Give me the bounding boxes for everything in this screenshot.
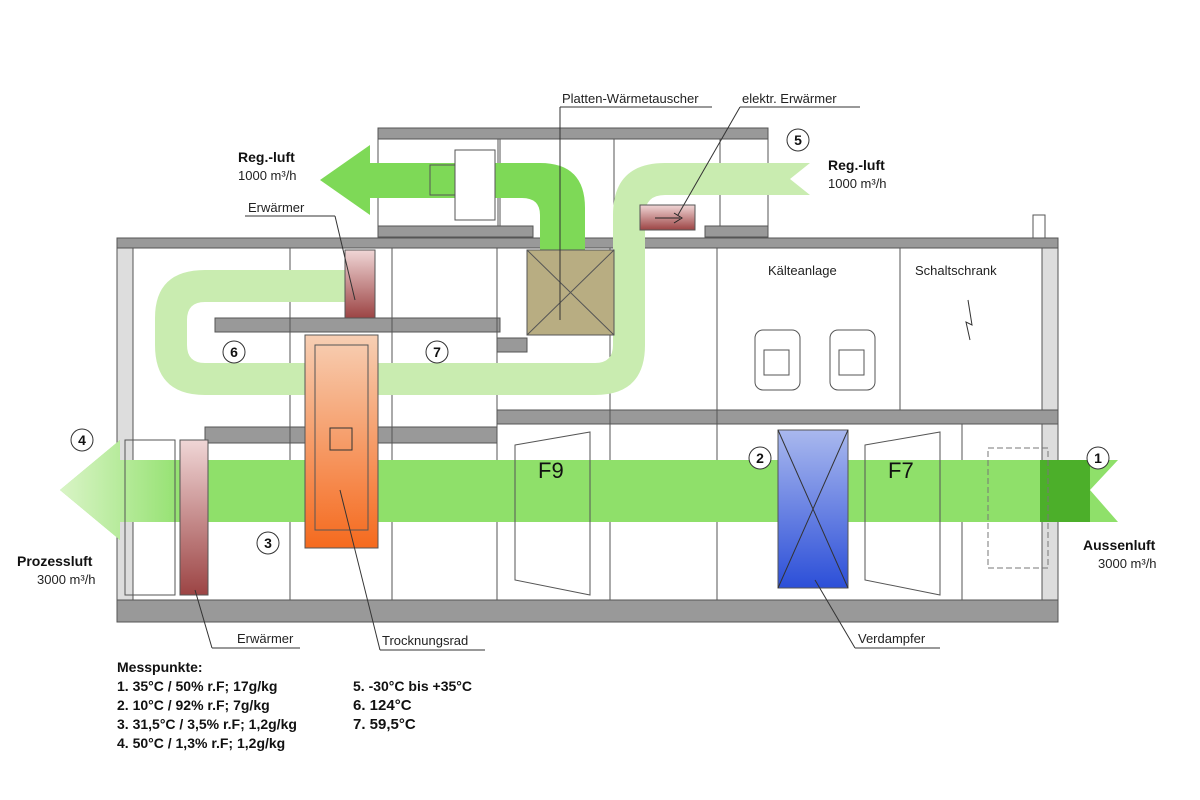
legend-item: 2. 10°C / 92% r.F; 7g/kg [117, 697, 270, 713]
measurement-point-2: 2 [748, 446, 772, 470]
outside-air-rate: 3000 m³/h [1098, 556, 1157, 571]
legend-right-column: 5. -30°C bis +35°C 6. 124°C 7. 59,5°C [353, 677, 472, 734]
electric-symbol-icon [965, 299, 973, 341]
outside-air-label: Aussenluft [1083, 537, 1156, 553]
legend-item: 4. 50°C / 1,3% r.F; 1,2g/kg [117, 735, 286, 751]
legend-title: Messpunkte: [117, 659, 203, 675]
legend-left-column: 1. 35°C / 50% r.F; 17g/kg 2. 10°C / 92% … [117, 677, 297, 753]
label-desiccant-wheel: Trocknungsrad [382, 633, 468, 648]
measurement-point-6: 6 [222, 340, 246, 364]
label-plate-heat-exchanger: Platten-Wärmetauscher [562, 91, 699, 106]
filter-f7 [864, 431, 941, 596]
measurement-point-4: 4 [70, 428, 94, 452]
reg-air-out-label: Reg.-luft [238, 149, 295, 165]
svg-text:7: 7 [433, 344, 441, 360]
svg-text:5: 5 [794, 132, 802, 148]
label-control-cabinet: Schaltschrank [915, 263, 997, 278]
measurement-legend: Messpunkte: 1. 35°C / 50% r.F; 17g/kg 2.… [117, 658, 472, 751]
label-heater-top: Erwärmer [248, 200, 305, 215]
legend-item: 3. 31,5°C / 3,5% r.F; 1,2g/kg [117, 716, 297, 732]
filter-f9 [514, 431, 591, 596]
process-air-path [60, 440, 1118, 540]
svg-text:2: 2 [756, 450, 764, 466]
measurement-point-7: 7 [425, 340, 449, 364]
reg-air-in-rate: 1000 m³/h [828, 176, 887, 191]
label-chiller: Kälteanlage [768, 263, 837, 278]
regeneration-outflow-path [320, 145, 585, 250]
svg-text:1: 1 [1094, 450, 1102, 466]
label-evaporator: Verdampfer [858, 631, 926, 646]
legend-item: 6. 124°C [353, 697, 412, 714]
svg-text:6: 6 [230, 344, 238, 360]
label-electric-heater: elektr. Erwärmer [742, 91, 837, 106]
measurement-point-5: 5 [786, 128, 810, 152]
reg-air-in-label: Reg.-luft [828, 157, 885, 173]
heater-process [179, 439, 209, 596]
outlet-damper [124, 439, 176, 596]
legend-item: 1. 35°C / 50% r.F; 17g/kg [117, 678, 278, 694]
fan-icon [429, 149, 496, 221]
process-air-label: Prozessluft [17, 553, 93, 569]
label-heater-bottom: Erwärmer [237, 631, 294, 646]
svg-text:3: 3 [264, 535, 272, 551]
measurement-point-1: 1 [1086, 446, 1110, 470]
inlet-damper [987, 447, 1049, 569]
regeneration-inflow-path [155, 163, 810, 395]
svg-text:4: 4 [78, 432, 86, 448]
measurement-point-3: 3 [256, 531, 280, 555]
reg-air-out-rate: 1000 m³/h [238, 168, 297, 183]
label-filter-f7: F7 [888, 458, 914, 483]
heater-regeneration [344, 249, 376, 319]
label-filter-f9: F9 [538, 458, 564, 483]
process-air-rate: 3000 m³/h [37, 572, 96, 587]
legend-item: 5. -30°C bis +35°C [353, 678, 472, 694]
compressor-icon [754, 329, 876, 391]
desiccant-wheel [304, 334, 379, 549]
legend-item: 7. 59,5°C [353, 716, 416, 733]
